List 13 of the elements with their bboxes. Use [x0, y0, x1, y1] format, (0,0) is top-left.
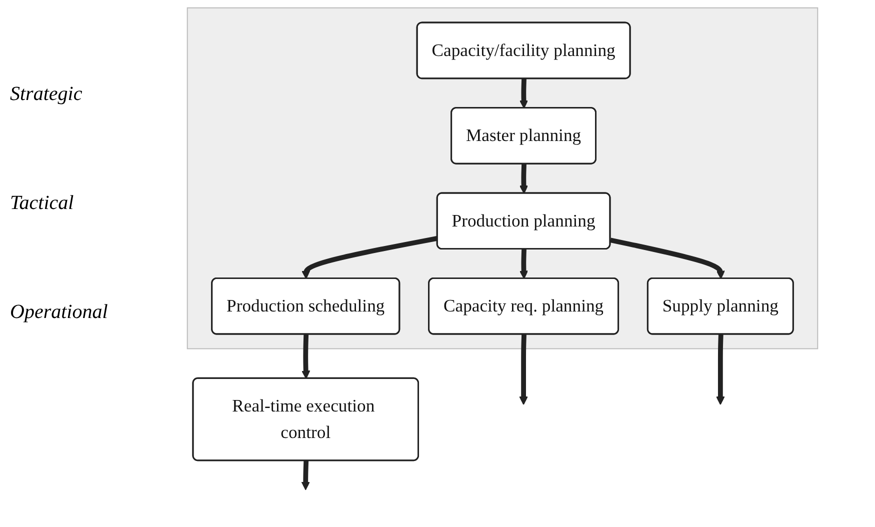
arrow	[519, 164, 528, 194]
arrow	[301, 460, 310, 490]
level-label: Operational	[10, 301, 109, 324]
arrow	[716, 334, 725, 405]
arrow	[519, 78, 528, 109]
arrow	[519, 249, 528, 280]
arrow	[302, 236, 438, 280]
arrow	[610, 238, 725, 280]
arrow	[302, 334, 310, 379]
level-label: Tactical	[10, 192, 75, 215]
cluster	[186, 7, 818, 350]
level-label: Strategic	[10, 83, 84, 106]
arrow	[519, 334, 528, 405]
